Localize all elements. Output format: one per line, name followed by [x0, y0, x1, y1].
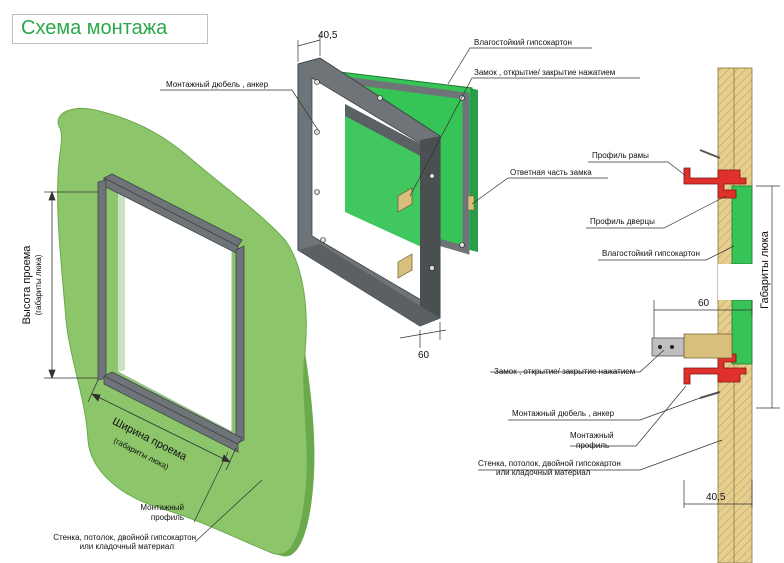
opening-height-dimension [44, 190, 98, 380]
wall-left-label-2: или кладочный материал [80, 542, 175, 551]
wall-left-label-1: Стенка, потолок, двойной гипсокартон [53, 533, 196, 542]
gypsum-label: Влагостойкий гипсокартон [474, 38, 572, 47]
dim-40-5-top-label: 40,5 [318, 30, 338, 41]
lock-push-label: Замок , открытие/ закрытие нажатием [474, 68, 615, 77]
mount-profile-left-label-2: профиль [151, 513, 184, 522]
mounting-profiles-left [97, 173, 245, 453]
lock-counterpart-label: Ответная часть замка [510, 168, 592, 177]
diagram-title: Схема монтажа [21, 17, 168, 39]
hatch-dims-label: Габариты люка [759, 230, 771, 309]
dim-40-5-bottom [683, 480, 753, 508]
dim-60-bottom [399, 322, 447, 348]
opening-height-sublabel: (габариты люка) [34, 254, 43, 315]
wall-right-label-1: Стенка, потолок, двойной гипсокартон [478, 459, 621, 468]
anchor-dowel-label: Монтажный дюбель , анкер [166, 80, 269, 89]
mount-profile-right-label-2: профиль [576, 441, 609, 450]
dim-60-bottom-label: 60 [418, 350, 430, 361]
door-profile-label: Профиль дверцы [590, 217, 655, 226]
frame-profile-label: Профиль рамы [592, 151, 649, 160]
hatch-assembly [297, 57, 478, 327]
lock-push-label-2: Замок , открытие/ закрытие нажатием [494, 367, 635, 376]
opening-height-label: Высота проема [21, 245, 33, 325]
dim-60-right-label: 60 [698, 298, 710, 309]
mount-profile-left-label-1: Монтажный [140, 503, 184, 512]
anchor-dowel-label-2: Монтажный дюбель , анкер [512, 409, 615, 418]
section-detail [651, 67, 758, 563]
gypsum-label-2: Влагостойкий гипсокартон [602, 249, 700, 258]
dim-40-5-top [297, 34, 321, 62]
title-box: Схема монтажа [12, 14, 208, 44]
dim-60-right [653, 300, 753, 338]
mount-profile-right-label-1: Монтажный [570, 431, 614, 440]
wall-right-label-2: или кладочный материал [496, 468, 591, 477]
hatch-dims-dimension [756, 185, 780, 409]
dim-40-5-bottom-label: 40,5 [706, 492, 726, 503]
